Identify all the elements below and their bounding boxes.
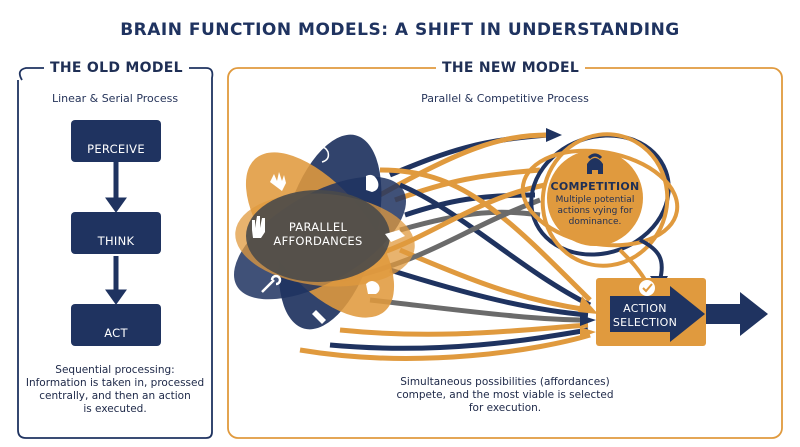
- flow-arrow: [329, 327, 589, 351]
- flow-arrow: [399, 209, 541, 233]
- act-step: ACT: [71, 304, 161, 346]
- competition-text: Multiple potential: [555, 195, 635, 205]
- checkmark-icon: [639, 280, 655, 296]
- action-selection-label: ACTION SELECTION: [600, 302, 690, 330]
- hand-icon: [270, 172, 286, 191]
- action-selection-line: SELECTION: [612, 316, 678, 329]
- old-model-caption: Sequential processing: Information is ta…: [18, 364, 212, 416]
- competition-label: COMPETITION Multiple potential actions v…: [545, 180, 645, 228]
- think-label: THINK: [97, 234, 135, 248]
- new-model-heading: THE NEW MODEL: [436, 60, 586, 76]
- flow-arrow: [389, 267, 589, 318]
- old-model-frame: [17, 67, 214, 439]
- affordance-icons: [252, 146, 405, 324]
- old-caption-line: Sequential processing:: [55, 364, 175, 376]
- bottle-icon: [312, 310, 326, 324]
- new-caption-line: for execution.: [468, 402, 542, 414]
- flow-arrow: [379, 167, 592, 302]
- affordance-petals: [234, 134, 415, 330]
- new-model-caption: Simultaneous possibilities (affordances)…: [385, 376, 625, 415]
- palm-icon: [252, 216, 265, 238]
- old-model-heading: THE OLD MODEL: [44, 60, 189, 76]
- old-caption-line: is executed.: [83, 403, 147, 415]
- flow-arrow: [404, 192, 536, 218]
- new-caption-line: Simultaneous possibilities (affordances): [400, 376, 610, 388]
- output-arrow: [706, 292, 768, 336]
- ear-icon: [317, 146, 330, 163]
- affordances-line: AFFORDANCES: [273, 234, 363, 248]
- grab-icon: [366, 281, 380, 294]
- action-selection-arrow: [610, 286, 705, 342]
- action-selection-line: ACTION: [623, 302, 667, 315]
- old-caption-line: centrally, and then an action: [39, 390, 191, 402]
- flow-arrow: [299, 332, 591, 361]
- flow-arrowheads: [546, 128, 598, 338]
- flow-arrow: [369, 297, 589, 323]
- affordances-label: PARALLEL AFFORDANCES: [262, 220, 374, 248]
- perceive-label: PERCEIVE: [87, 142, 145, 156]
- wrench-icon: [261, 274, 282, 293]
- page-title: BRAIN FUNCTION MODELS: A SHIFT IN UNDERS…: [120, 20, 680, 40]
- flow-arrow: [399, 182, 592, 308]
- glove-icon: [385, 230, 405, 242]
- old-caption-line: Information is taken in, processed: [25, 377, 205, 389]
- old-flow-arrows: [105, 162, 127, 305]
- act-label: ACT: [104, 326, 128, 340]
- competition-text: dominance.: [568, 217, 622, 227]
- competition-heading: COMPETITION: [550, 180, 640, 193]
- new-model-subtitle: Parallel & Competitive Process: [421, 92, 589, 105]
- flow-arrow: [378, 132, 549, 198]
- think-step: THINK: [71, 212, 161, 254]
- old-model-subtitle: Linear & Serial Process: [51, 92, 179, 105]
- competition-node: [547, 150, 643, 246]
- flow-arrow: [339, 322, 589, 337]
- spartan-helmet-icon: [587, 153, 603, 174]
- competition-text: actions vying for: [557, 206, 633, 216]
- foot-icon: [366, 174, 379, 192]
- perceive-step: PERCEIVE: [71, 120, 161, 162]
- new-caption-line: compete, and the most viable is selected: [396, 389, 614, 401]
- flow-arrow: [399, 247, 589, 313]
- affordances-line: PARALLEL: [288, 220, 348, 234]
- affordance-flow-arrows: [299, 132, 592, 361]
